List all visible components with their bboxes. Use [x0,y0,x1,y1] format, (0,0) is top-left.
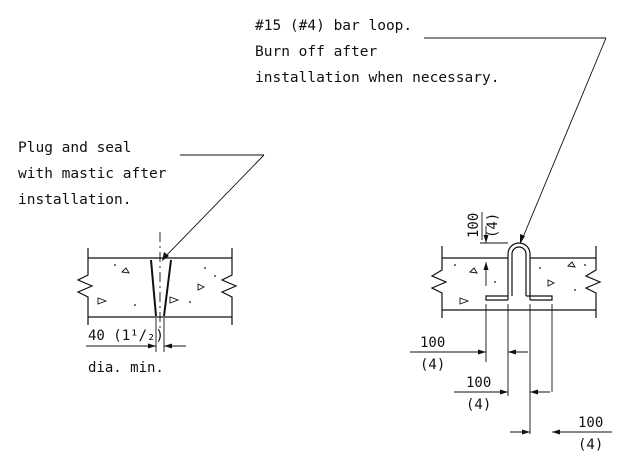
dimension-arrow [164,343,172,349]
dimension-arrow [522,429,530,435]
break-line-left [430,246,448,318]
plug-note-line1: Plug and seal [18,140,132,156]
dim-a-in-label: (4) [420,357,445,373]
aggregate-mark [547,279,556,287]
aggregate-mark [459,297,470,305]
dimension-arrow [508,349,516,355]
bar-leg-right [526,295,553,301]
dimension-arrow [530,389,538,395]
hole-dia-min-label: dia. min. [88,360,164,376]
dimension-arrow [148,343,156,349]
aggregate-mark [567,261,576,268]
dimension-arrow [483,235,489,243]
plug-note-line2: with mastic after [18,166,167,182]
dimension-arrow [552,429,560,435]
loop-note-line1: #15 (#4) bar loop. [255,18,412,34]
break-line-right [584,246,602,318]
bar-leg-left [485,295,508,301]
dim-c-label: 100 [578,415,603,431]
loop-note-leader [520,37,607,243]
plug-note-leader [163,154,265,259]
plugged-hole-detail [76,154,265,352]
dim-c-in-label: (4) [578,437,603,453]
aggregate-mark [169,296,180,304]
plug-note-line3: installation. [18,192,132,208]
loop-note-line2: Burn off after [255,44,377,60]
dim-b-label: 100 [466,375,491,391]
bar-loop-outer [507,242,531,300]
loop-note-line3: installation when necessary. [255,70,499,86]
hole-dia-label: 40 (1¹/₂) [88,328,164,344]
hole-wall-left [150,259,157,317]
break-line-left [76,248,94,325]
aggregate-mark [97,297,108,305]
dim-a-label: 100 [420,335,445,351]
bar-loop-detail [410,37,612,435]
hole-wall-right [163,259,172,317]
aggregate-mark [121,267,130,274]
loop-height-label: 100 [466,213,482,238]
dim-b-in-label: (4) [466,397,491,413]
aggregate-mark [197,283,206,291]
leader-arrow [520,234,525,244]
dimension-arrow [478,349,486,355]
loop-height-in-label: (4) [485,213,501,238]
dimension-arrow [483,262,489,270]
bar-loop-inner [511,246,527,296]
aggregate-mark [469,267,478,274]
break-line-right [220,248,238,325]
leader-arrow [162,252,169,261]
dimension-arrow [500,389,508,395]
